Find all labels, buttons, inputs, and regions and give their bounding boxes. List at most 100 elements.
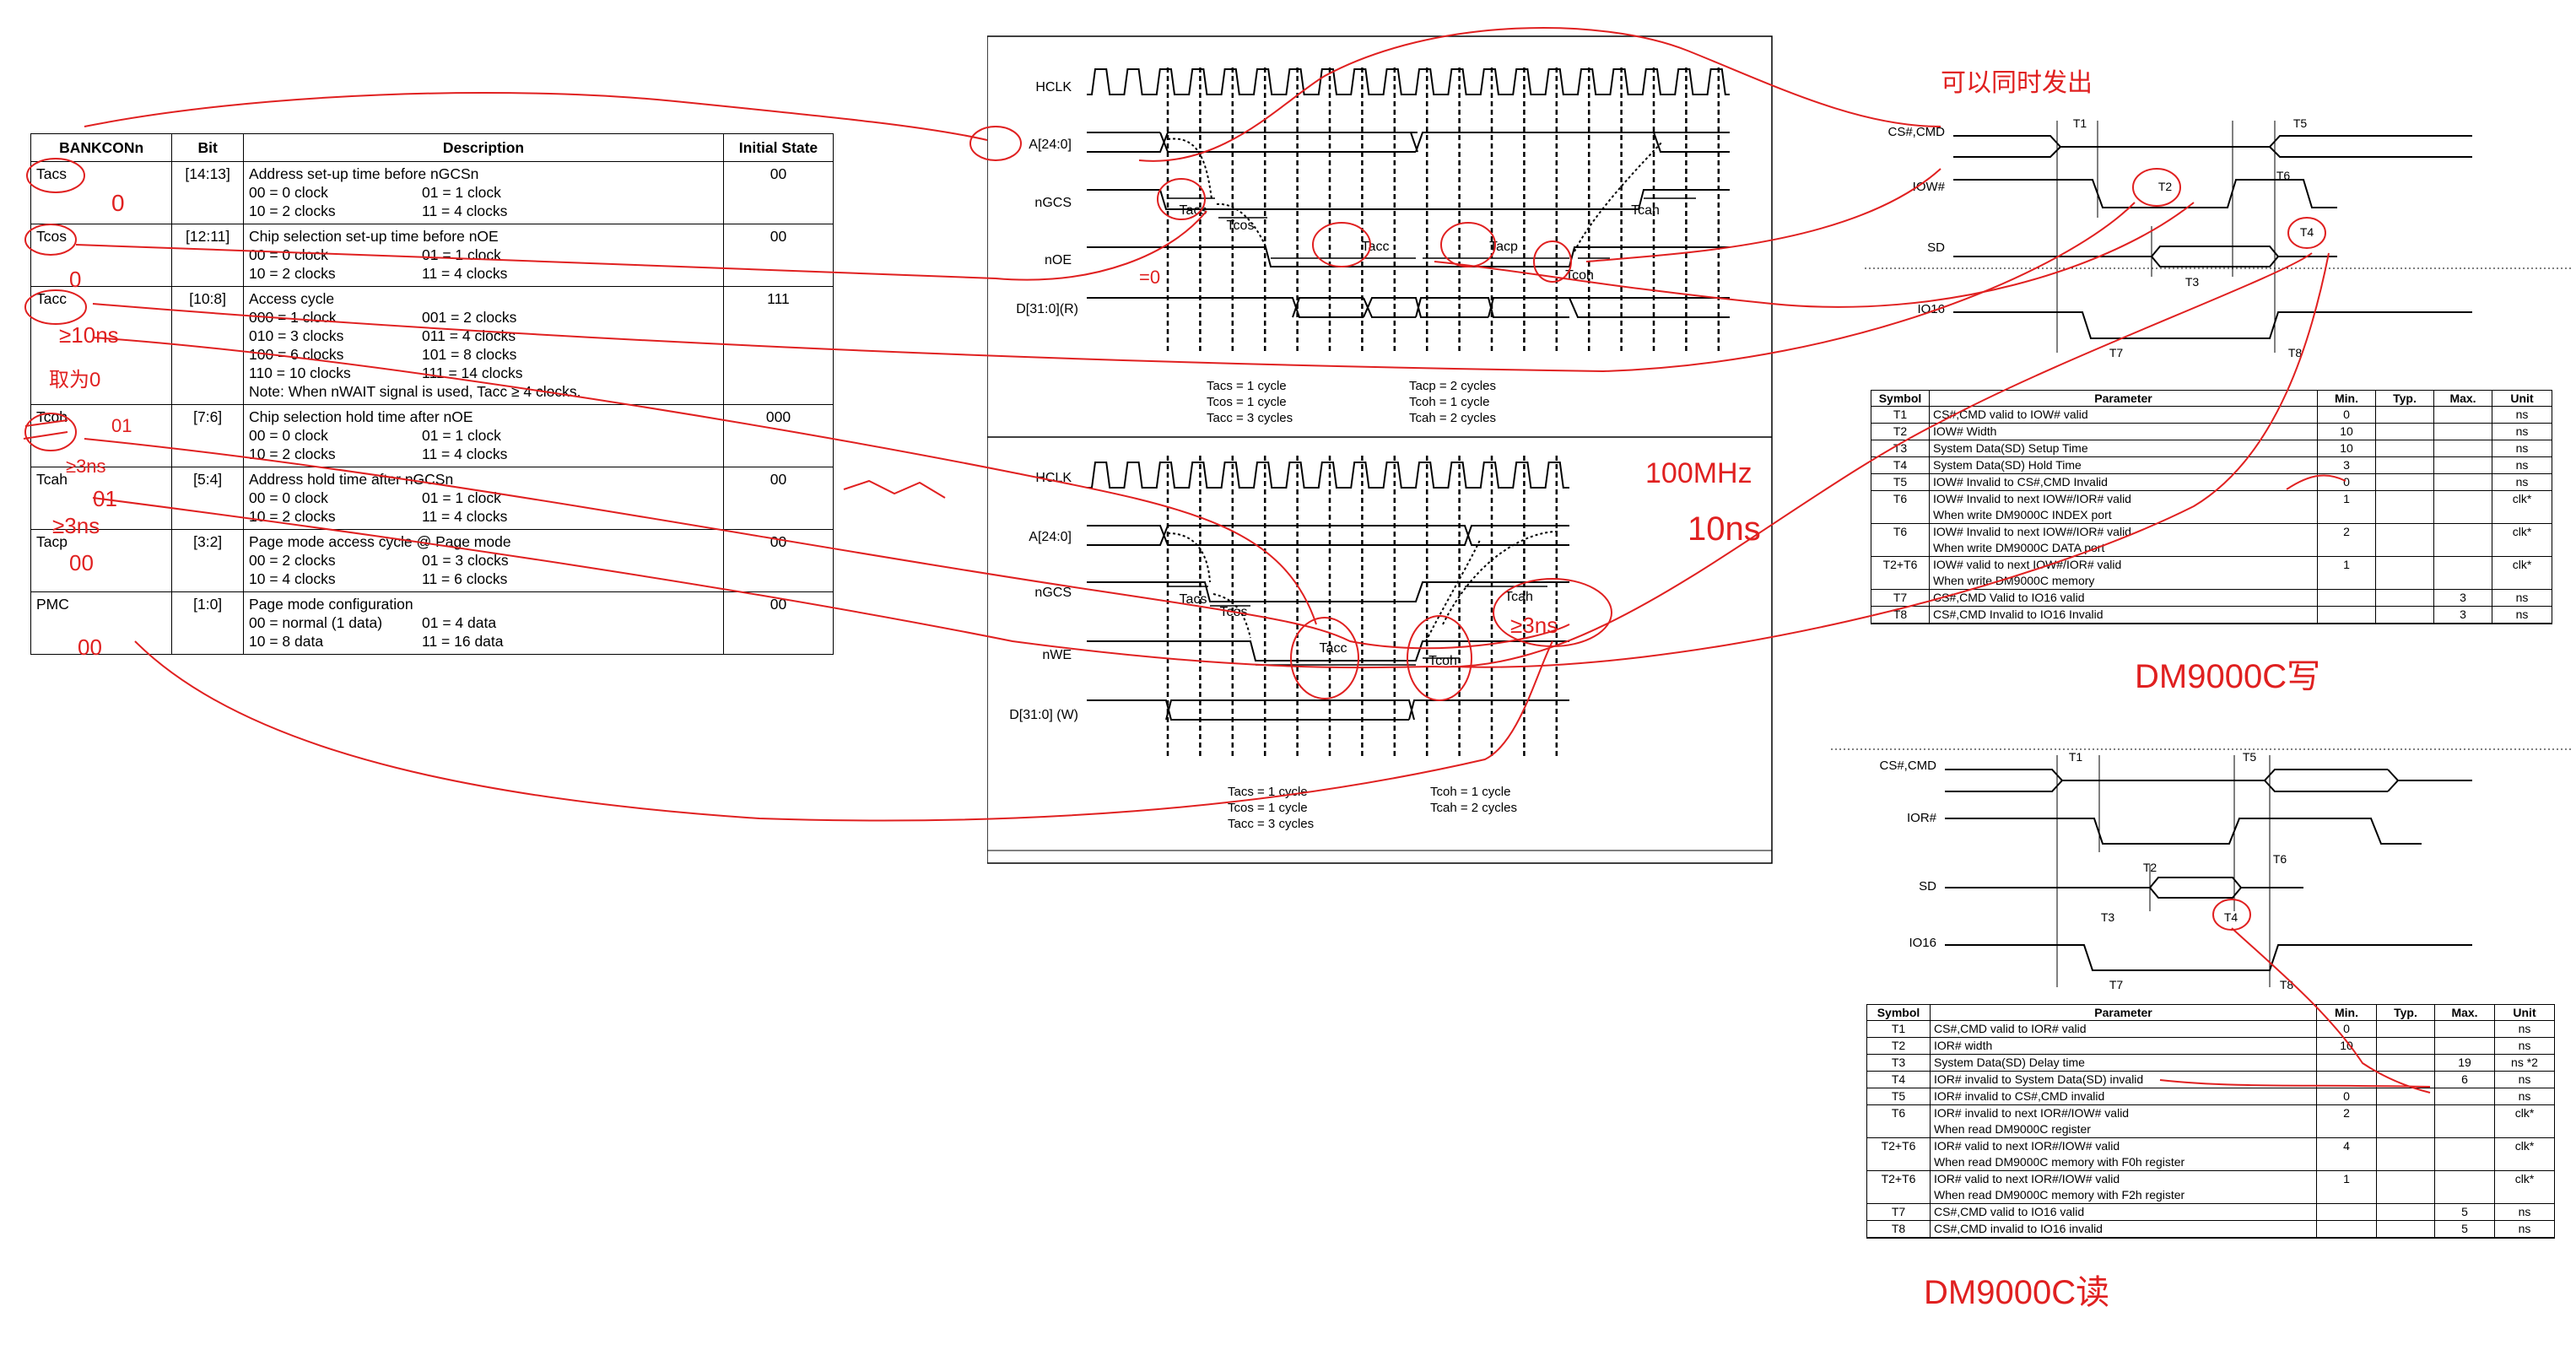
timing-typ — [2375, 473, 2434, 491]
dmr-sig-io16: IO16 — [1909, 936, 1936, 950]
timing-min: 2 — [2316, 1104, 2377, 1138]
dmr-t6: T6 — [2273, 852, 2287, 866]
field-option: 11 = 4 clocks — [422, 446, 508, 462]
write-param-1: Tcos = 1 cycle — [1228, 801, 1308, 815]
timing-max — [2433, 473, 2492, 491]
field-title: Address hold time after nGCSn — [249, 471, 454, 488]
dmr-col-symbol: Symbol — [1866, 1004, 1931, 1021]
timing-symbol: T6 — [1871, 523, 1930, 557]
field-name: Tacc — [30, 286, 173, 405]
sig-data-write: D[31:0] (W) — [1009, 708, 1078, 722]
col-description: Description — [243, 133, 724, 162]
dmw-io16-wave — [1953, 311, 2472, 339]
timing-max: 19 — [2434, 1054, 2495, 1072]
timing-min: 3 — [2317, 456, 2376, 474]
field-option: 10 = 2 clocks — [249, 446, 336, 462]
timing-parameter-line: IOW# Width — [1933, 424, 1997, 438]
timing-typ — [2376, 1037, 2435, 1055]
timing-parameter: CS#,CMD valid to IO16 valid — [1930, 1203, 2317, 1221]
sig-addr: A[24:0] — [1029, 138, 1072, 152]
sig-ngcs: nGCS — [1034, 196, 1072, 210]
timing-symbol: T2+T6 — [1871, 556, 1930, 590]
read-hclk-wave — [1087, 68, 1730, 95]
timing-unit: ns — [2492, 456, 2552, 474]
timing-unit: ns — [2492, 406, 2552, 424]
note-dm-read: DM9000C读 — [1924, 1274, 2109, 1311]
write-timing-diagram: HCLK A[24:0] nGCS nWE D[31:0] (W) Tacs T… — [1009, 456, 1569, 831]
field-note: Note: When nWAIT signal is used, Tacc ≥ … — [249, 383, 581, 400]
timing-max — [2433, 440, 2492, 457]
timing-typ — [2375, 589, 2434, 607]
sig-hclk: HCLK — [1035, 80, 1072, 94]
dmr-guides — [2056, 755, 2271, 987]
timing-parameter-line: IOW# Invalid to next IOW#/IOR# valid — [1933, 525, 2131, 538]
timing-min — [2316, 1054, 2377, 1072]
timing-unit: ns — [2494, 1088, 2555, 1105]
timing-min: 0 — [2317, 406, 2376, 424]
read-param-3: Tacp = 2 cycles — [1409, 379, 1496, 393]
dmr-col-min: Min. — [2316, 1004, 2377, 1021]
dmr-sig-sd: SD — [1919, 879, 1936, 894]
timing-max — [2434, 1020, 2495, 1038]
write-addr-wave — [1087, 525, 1569, 546]
timing-symbol: T1 — [1871, 406, 1930, 424]
timing-typ — [2376, 1071, 2435, 1088]
col-bankcon: BANKCONn — [30, 133, 173, 162]
field-option: 11 = 4 clocks — [422, 508, 508, 525]
bankcon-row: Tcos[12:11]Chip selection set-up time be… — [30, 224, 834, 287]
timing-typ — [2376, 1054, 2435, 1072]
timing-max — [2434, 1170, 2495, 1204]
dmr-col-parameter: Parameter — [1930, 1004, 2317, 1021]
dmr-col-max: Max. — [2434, 1004, 2495, 1021]
field-title: Page mode configuration — [249, 596, 413, 613]
write-param-4: Tcah = 2 cycles — [1430, 801, 1517, 815]
timing-parameter-line: System Data(SD) Delay time — [1934, 1056, 2085, 1069]
timing-unit: clk* — [2492, 556, 2552, 590]
note-simultaneous: 可以同时发出 — [1941, 69, 2093, 97]
timing-unit: ns — [2494, 1220, 2555, 1239]
dmr-ior-wave — [1945, 818, 2422, 845]
write-hclk-wave — [1087, 462, 1569, 489]
timing-unit: clk* — [2492, 523, 2552, 557]
timing-max: 3 — [2433, 606, 2492, 624]
field-title: Chip selection hold time after nOE — [249, 408, 473, 425]
read-param-1: Tcos = 1 cycle — [1207, 395, 1287, 409]
sig-data-read: D[31:0](R) — [1016, 302, 1078, 316]
timing-max — [2433, 423, 2492, 440]
field-option: 101 = 8 clocks — [422, 346, 517, 363]
note-dm-write: DM9000C写 — [2135, 658, 2320, 695]
read-addr-wave — [1087, 132, 1730, 153]
timing-typ — [2376, 1137, 2435, 1171]
timing-max: 5 — [2434, 1220, 2495, 1239]
field-initial: 00 — [722, 161, 834, 224]
timing-parameter: System Data(SD) Setup Time — [1929, 440, 2318, 457]
dmr-col-typ: Typ. — [2376, 1004, 2435, 1021]
timing-min: 10 — [2317, 423, 2376, 440]
dmr-t4: T4 — [2224, 910, 2238, 924]
field-bit: [3:2] — [171, 529, 245, 592]
field-title: Chip selection set-up time before nOE — [249, 228, 499, 245]
read-tcoh-label: Tcoh — [1565, 268, 1594, 283]
timing-unit: ns — [2494, 1071, 2555, 1088]
dmw-col-min: Min. — [2317, 390, 2376, 407]
field-option: 011 = 4 clocks — [422, 327, 516, 344]
timing-symbol: T6 — [1871, 490, 1930, 524]
timing-parameter-line: CS#,CMD Valid to IO16 valid — [1933, 591, 2085, 604]
field-bit: [7:6] — [171, 404, 245, 467]
timing-max — [2434, 1104, 2495, 1138]
